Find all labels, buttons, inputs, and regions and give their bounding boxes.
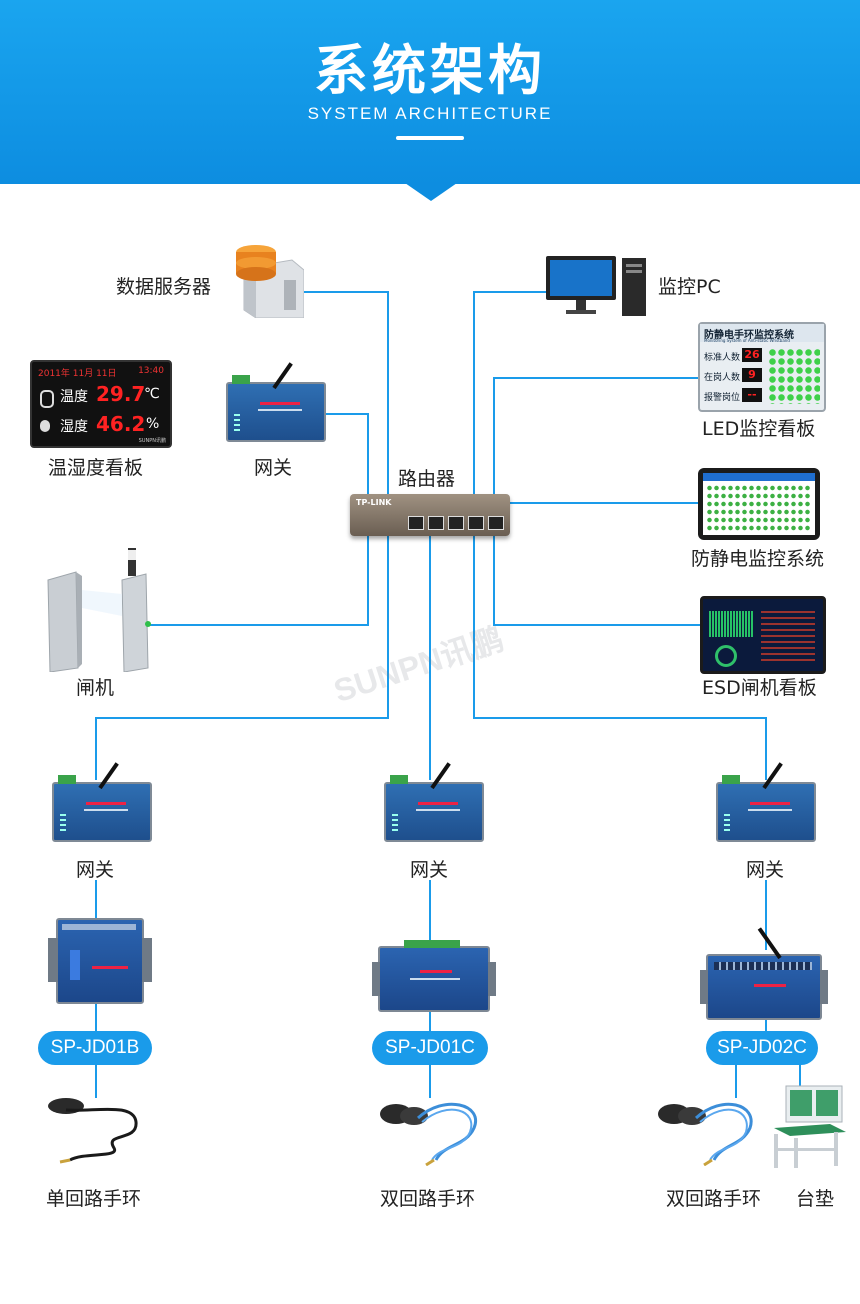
th-hum-label: 湿度 — [60, 419, 88, 435]
router-brand: TP-LINK — [356, 498, 392, 507]
label-led-board: LED监控看板 — [702, 418, 816, 440]
controller-jd01b — [48, 918, 152, 1004]
th-temp-label: 温度 — [60, 389, 88, 405]
label-data-server: 数据服务器 — [116, 276, 212, 298]
gateway-3-device — [716, 762, 816, 842]
line-gateway-top — [322, 413, 369, 500]
label-gateway-2: 网关 — [410, 859, 449, 881]
led-row3-label: 报警岗位 — [704, 393, 741, 403]
droplet-icon — [40, 420, 50, 432]
antistatic-system-screen — [698, 468, 820, 540]
label-gateway-3: 网关 — [746, 859, 785, 881]
th-temp-value: 29.7 — [96, 382, 146, 406]
router-device: TP-LINK — [350, 494, 510, 536]
label-th-board: 温湿度看板 — [48, 457, 144, 479]
led-row2-value: 9 — [742, 368, 762, 382]
esd-gate-board-screen — [700, 596, 826, 674]
th-temp-unit: ℃ — [144, 386, 160, 402]
led-title-en: Monitoring System of Anti-static Wristba… — [704, 338, 790, 343]
line-gate — [150, 536, 369, 626]
label-monitor-pc: 监控PC — [658, 276, 721, 298]
th-hum-unit: % — [146, 416, 160, 432]
data-server-icon — [232, 240, 305, 319]
line-led — [493, 377, 700, 500]
header-banner — [0, 0, 860, 184]
page-subtitle: SYSTEM ARCHITECTURE — [307, 104, 553, 123]
th-brand: SUNPN讯鹏 — [138, 438, 166, 444]
gateway-2-device — [384, 762, 484, 842]
line-gw3 — [473, 536, 767, 780]
led-title: 防静电手环监控系统 — [704, 330, 794, 341]
line-pc — [473, 291, 546, 496]
label-antistatic-system: 防静电监控系统 — [691, 548, 825, 570]
label-strap-2: 双回路手环 — [380, 1188, 476, 1210]
led-row1-value: 26 — [742, 348, 762, 362]
th-hum-value: 46.2 — [96, 412, 146, 436]
gateway-top-device — [226, 362, 326, 442]
dual-strap-icon-2 — [652, 1094, 762, 1167]
led-indicator-grid — [768, 348, 820, 404]
label-gate: 闸机 — [76, 677, 115, 699]
thermometer-icon — [40, 390, 54, 408]
th-board: 2011年 11月 11日 13:40 温度 29.7 ℃ 湿度 46.2 % … — [30, 360, 172, 448]
model-badge-jd02c: SP-JD02C — [706, 1031, 818, 1065]
gate-device — [42, 546, 154, 673]
led-row2-label: 在岗人数 — [704, 373, 741, 383]
gateway-1-device — [52, 762, 152, 842]
led-row1-label: 标准人数 — [704, 353, 741, 363]
controller-jd01c — [372, 940, 496, 1012]
line-server — [304, 291, 389, 496]
model-badge-jd01b: SP-JD01B — [38, 1031, 152, 1065]
line-esd — [493, 536, 700, 626]
dual-strap-icon-1 — [374, 1094, 488, 1167]
workbench-mat-icon — [772, 1084, 848, 1170]
page-title: 系统架构 — [314, 39, 546, 102]
monitor-pc-icon — [546, 256, 650, 318]
label-gateway-top: 网关 — [254, 457, 293, 479]
label-esd-gate-board: ESD闸机看板 — [702, 677, 817, 699]
th-date: 2011年 11月 11日 — [38, 369, 117, 379]
line-gw1 — [95, 536, 389, 780]
title-underline — [396, 136, 464, 140]
th-time: 13:40 — [138, 366, 164, 376]
label-gateway-1: 网关 — [76, 859, 115, 881]
label-mat: 台垫 — [796, 1188, 835, 1210]
led-board: 防静电手环监控系统 Monitoring System of Anti-stat… — [698, 322, 826, 412]
label-router: 路由器 — [398, 468, 456, 490]
led-row3-value: -- — [742, 388, 762, 402]
label-strap-1: 单回路手环 — [46, 1188, 142, 1210]
header-arrow — [405, 183, 457, 201]
controller-jd02c — [700, 927, 828, 1020]
model-badge-jd01c: SP-JD01C — [372, 1031, 488, 1065]
single-strap-icon — [44, 1092, 152, 1164]
label-strap-3: 双回路手环 — [666, 1188, 762, 1210]
